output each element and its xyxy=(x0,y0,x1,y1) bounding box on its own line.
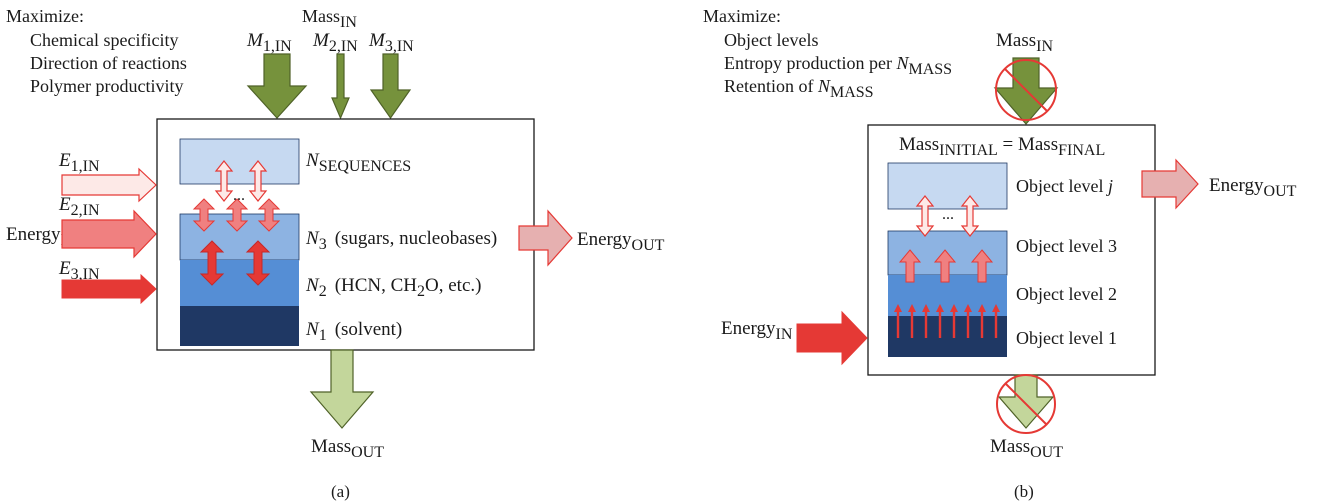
panel-b-mass-in-label: MassIN xyxy=(996,30,1053,55)
panel-a-maximize-item: Polymer productivity xyxy=(30,76,183,96)
panel-b-mass-balance: MassINITIAL = MassFINAL xyxy=(899,134,1105,159)
panel-b-label-level-2: Object level 2 xyxy=(1016,284,1117,304)
panel-a-m1-label: M1,IN xyxy=(246,30,292,55)
panel-a-maximize-heading: Maximize: xyxy=(6,6,84,26)
panel-a-e1-arrow xyxy=(61,167,157,203)
panel-a-mass-in-arrow-1 xyxy=(246,53,308,119)
panel-a-label-n3: N3(sugars, nucleobases) xyxy=(305,228,497,253)
panel-a-label-n2: N2(HCN, CH2O, etc.) xyxy=(305,275,481,300)
panel-b-label-level-1: Object level 1 xyxy=(1016,328,1117,348)
panel-a-e1-label: E1,IN xyxy=(58,150,100,175)
panel-b-maximize-heading: Maximize: xyxy=(703,6,781,26)
panel-a-mass-in-label: MassIN xyxy=(302,6,357,31)
panel-a-e3-label: E3,IN xyxy=(58,258,100,283)
panel-a-energy-out-arrow xyxy=(518,209,573,267)
panel-a-label-n1: N1(solvent) xyxy=(305,319,402,344)
panel-a-level-1 xyxy=(180,306,299,346)
panel-b-maximize-item: Entropy production per NMASS xyxy=(724,53,952,78)
panel-a-mass-in-arrow-2 xyxy=(331,53,350,120)
panel-a-e2-arrow xyxy=(61,209,157,259)
panel-b-label-level-j: Object level j xyxy=(1016,176,1113,196)
panel-a-label-sequences: NSEQUENCES xyxy=(305,150,411,175)
panel-a-caption: (a) xyxy=(331,482,350,501)
panel-b-energy-out-label: EnergyOUT xyxy=(1209,175,1297,200)
panel-a-level-sequences xyxy=(179,138,300,185)
panel-b-mass-out-arrow xyxy=(997,374,1055,429)
panel-a-energy-out-label: EnergyOUT xyxy=(577,229,665,254)
panel-b-energy-in-arrow xyxy=(796,310,868,366)
panel-a: Maximize: Chemical specificity Direction… xyxy=(6,6,665,501)
prohibited-icon xyxy=(996,374,1056,434)
prohibited-icon xyxy=(995,59,1057,121)
panel-b-level-1 xyxy=(888,316,1007,357)
panel-a-m3-label: M3,IN xyxy=(368,30,414,55)
panel-a-level-2 xyxy=(180,260,299,306)
panel-b-energy-in-label: EnergyIN xyxy=(721,318,793,343)
panel-a-maximize-item: Direction of reactions xyxy=(30,53,187,73)
panel-a-mass-in-arrow-3 xyxy=(369,53,412,120)
panel-b: Maximize: Object levels Entropy producti… xyxy=(703,6,1297,501)
panel-a-e3-arrow xyxy=(61,273,157,305)
panel-a-mass-out-arrow xyxy=(309,349,375,429)
panel-b-caption: (b) xyxy=(1014,482,1034,501)
panel-b-mass-out-label: MassOUT xyxy=(990,436,1063,461)
panel-a-maximize-item: Chemical specificity xyxy=(30,30,178,50)
panel-b-maximize-item: Object levels xyxy=(724,30,818,50)
panel-b-maximize-item: Retention of NMASS xyxy=(724,76,874,101)
panel-b-energy-out-arrow xyxy=(1141,158,1199,210)
panel-b-ellipsis: ... xyxy=(942,206,954,223)
panel-a-e2-label: E2,IN xyxy=(58,194,100,219)
panel-a-mass-out-label: MassOUT xyxy=(311,436,384,461)
panel-b-label-level-3: Object level 3 xyxy=(1016,236,1117,256)
panel-a-m2-label: M2,IN xyxy=(312,30,358,55)
panel-b-level-j xyxy=(887,162,1008,210)
